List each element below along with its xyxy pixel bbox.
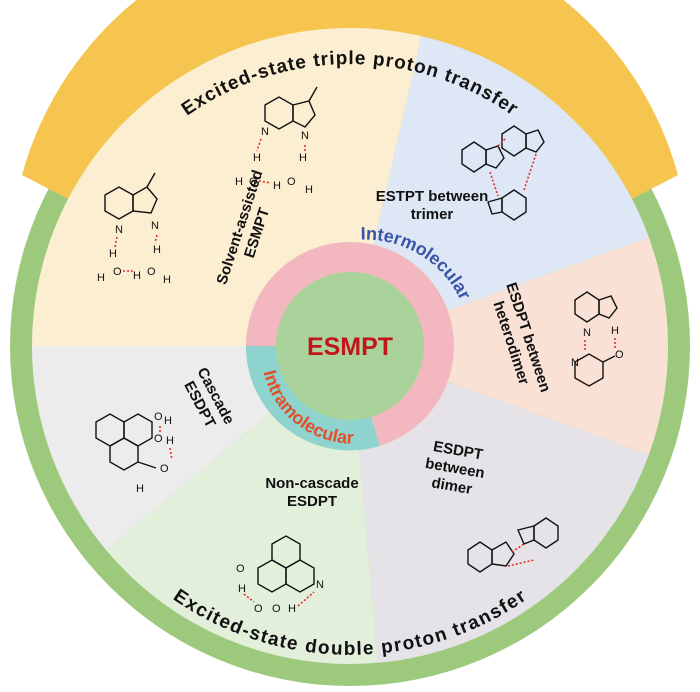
svg-text:N: N bbox=[115, 224, 123, 236]
svg-text:O: O bbox=[154, 411, 163, 423]
svg-text:N: N bbox=[583, 327, 591, 339]
svg-text:H: H bbox=[238, 583, 246, 595]
sector-heterodimer bbox=[350, 237, 668, 455]
sector-label-line: ESDPT bbox=[287, 493, 337, 510]
svg-text:H: H bbox=[253, 152, 261, 164]
svg-text:O: O bbox=[272, 603, 281, 615]
svg-text:O: O bbox=[154, 433, 163, 445]
svg-text:H: H bbox=[133, 270, 141, 282]
molecule-cascade: O H O H O H bbox=[95, 411, 174, 495]
molecule-solvent-top: N N H H H O H O H bbox=[235, 86, 318, 196]
svg-text:H: H bbox=[97, 272, 105, 284]
sector-trimer bbox=[350, 36, 649, 346]
molecule-solvent-left: N N H H H O H O H bbox=[97, 172, 171, 286]
svg-text:O: O bbox=[249, 176, 258, 188]
svg-text:H: H bbox=[235, 176, 243, 188]
molecule-heterodimer: N H N O bbox=[571, 291, 624, 387]
svg-text:O: O bbox=[113, 266, 122, 278]
svg-text:O: O bbox=[615, 349, 624, 361]
svg-text:H: H bbox=[166, 435, 174, 447]
svg-text:H: H bbox=[273, 180, 281, 192]
svg-text:N: N bbox=[316, 579, 324, 591]
svg-text:N: N bbox=[571, 357, 579, 369]
sector-label-line: dimer bbox=[430, 474, 473, 498]
svg-text:H: H bbox=[299, 152, 307, 164]
molecule-dimer bbox=[467, 517, 559, 573]
svg-text:N: N bbox=[151, 220, 159, 232]
svg-text:H: H bbox=[153, 244, 161, 256]
sector-dimer bbox=[350, 346, 649, 663]
svg-text:H: H bbox=[136, 483, 144, 495]
svg-text:N: N bbox=[261, 126, 269, 138]
svg-text:H: H bbox=[164, 415, 172, 427]
svg-text:O: O bbox=[147, 266, 156, 278]
molecule-trimer bbox=[461, 125, 545, 221]
sector-label-line: Non-cascade bbox=[265, 475, 358, 492]
svg-text:O: O bbox=[236, 563, 245, 575]
svg-text:O: O bbox=[287, 176, 296, 188]
center-label: ESMPT bbox=[307, 333, 393, 361]
molecule-non-cascade: O H O O H N bbox=[236, 535, 324, 615]
svg-text:O: O bbox=[160, 463, 169, 475]
center-circle bbox=[276, 272, 424, 420]
svg-text:H: H bbox=[288, 603, 296, 615]
svg-text:H: H bbox=[163, 274, 171, 286]
svg-text:N: N bbox=[301, 130, 309, 142]
svg-text:H: H bbox=[305, 184, 313, 196]
svg-text:H: H bbox=[109, 248, 117, 260]
sector-label-line: ESTPT between bbox=[376, 188, 489, 205]
svg-text:O: O bbox=[254, 603, 263, 615]
sector-label-line: trimer bbox=[411, 206, 454, 223]
svg-text:H: H bbox=[611, 325, 619, 337]
